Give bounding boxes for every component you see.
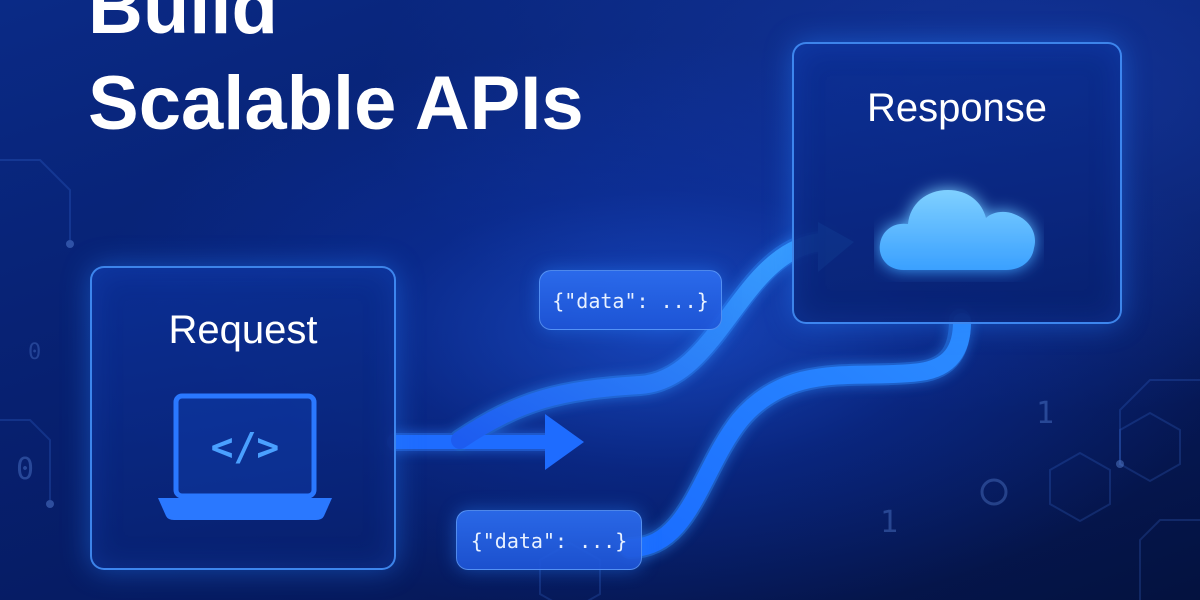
background-digit: 0 (28, 340, 42, 365)
request-to-response-arrow (451, 233, 831, 449)
laptop-code-icon: </> (158, 393, 332, 520)
response-card: Response (792, 42, 1122, 324)
background-digit: 0 (16, 452, 35, 487)
headline-line-1: Build (88, 0, 278, 50)
request-arrowhead (545, 414, 584, 470)
request-label: Request (168, 308, 318, 352)
request-card: Request </> (90, 266, 396, 570)
background-digit: 1 (1036, 396, 1055, 431)
cloud-icon (879, 190, 1036, 270)
payload-badge: {"data": ...} (456, 510, 642, 570)
response-label: Response (866, 86, 1048, 130)
payload-badge: {"data": ...} (539, 270, 722, 330)
background-digit: 1 (880, 505, 899, 540)
headline: Build Scalable APIs (88, 0, 584, 152)
headline-line-2: Scalable APIs (88, 61, 584, 146)
response-return-line (621, 313, 971, 557)
code-brackets-icon: </> (211, 425, 280, 469)
